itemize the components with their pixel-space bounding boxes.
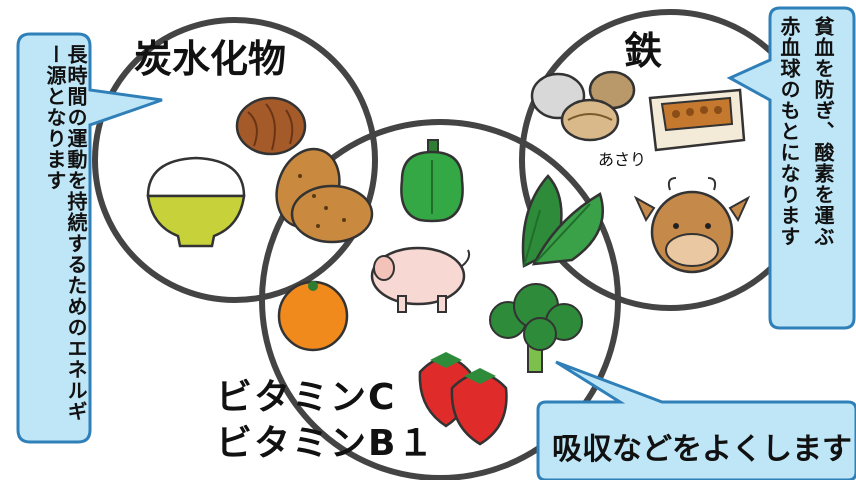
rice-bowl-icon [146, 156, 246, 248]
carbs-circle [92, 17, 378, 303]
iron-callout [726, 6, 856, 330]
vitamin-callout-text: 吸収などをよくします [552, 432, 852, 467]
iron-title: 鉄 [624, 29, 663, 73]
spinach-icon [521, 174, 604, 268]
natto-icon [648, 88, 746, 152]
asari-label: あさり [598, 150, 647, 169]
vitamin-circle [259, 119, 621, 480]
bread-roll-icon [235, 96, 307, 156]
broccoli-icon [489, 283, 583, 373]
potato-icon [275, 147, 374, 244]
carbs-title: 炭水化物 [134, 37, 287, 81]
cow-icon [633, 177, 751, 274]
pig-icon [370, 246, 471, 313]
carbs-callout [16, 32, 163, 444]
iron-callout-col1: 貧血を防ぎ、酸素を運ぶ [811, 16, 835, 247]
orange-icon [277, 280, 349, 352]
vitamin-title-line2: ビタミンB１ [216, 423, 436, 464]
vitamin-title-line1: ビタミンC [216, 377, 397, 418]
strawberry-icon [418, 352, 508, 446]
carbs-callout-text: 長時間の運動を持続するためのエネルギー源となります [43, 44, 88, 422]
green-pepper-icon [400, 139, 464, 223]
clam-icon [530, 70, 636, 142]
iron-callout-col2: 赤血球のもとになります [777, 16, 801, 247]
